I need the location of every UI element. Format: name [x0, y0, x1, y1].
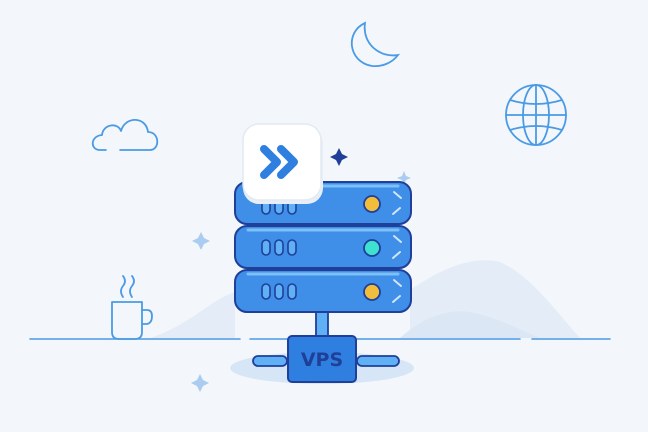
globe-icon — [505, 84, 567, 146]
status-led — [363, 283, 381, 301]
sparkle-icon — [191, 171, 411, 392]
double-chevron-right-icon — [260, 145, 298, 179]
vps-label: VPS — [301, 349, 343, 371]
sparkle-icon — [330, 148, 348, 166]
cloud-icon — [91, 118, 159, 152]
vps-box: VPS — [287, 335, 357, 383]
status-led — [363, 239, 381, 257]
coffee-mug-icon — [111, 275, 153, 340]
server-unit — [234, 269, 412, 313]
background-mountains — [150, 260, 580, 338]
status-led — [363, 195, 381, 213]
server-unit — [234, 225, 412, 269]
app-badge — [242, 123, 323, 204]
crescent-moon-icon — [350, 21, 401, 68]
